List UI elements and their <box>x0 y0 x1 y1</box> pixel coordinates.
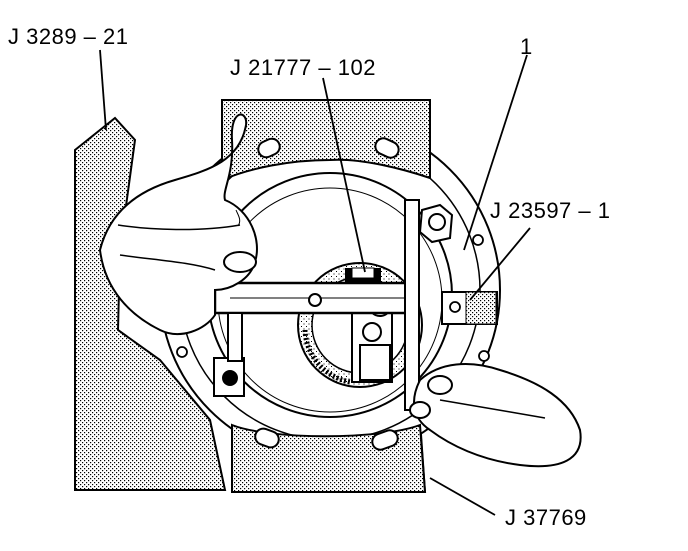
left-hand <box>98 113 258 335</box>
slot-holes-bottom <box>254 427 399 451</box>
callout-j21777-102: J 21777 – 102 <box>230 55 376 80</box>
callout-j37769: J 37769 <box>505 505 587 530</box>
callout-j23597-1: J 23597 – 1 <box>490 198 611 223</box>
left-housing <box>74 116 227 491</box>
callout-j3289-21: J 3289 – 21 <box>8 24 129 49</box>
vertical-rod <box>404 199 420 411</box>
leader-lines <box>99 49 531 516</box>
slot-holes-top <box>257 137 400 159</box>
right-hand <box>413 363 582 468</box>
callout-item-1: 1 <box>520 34 533 59</box>
